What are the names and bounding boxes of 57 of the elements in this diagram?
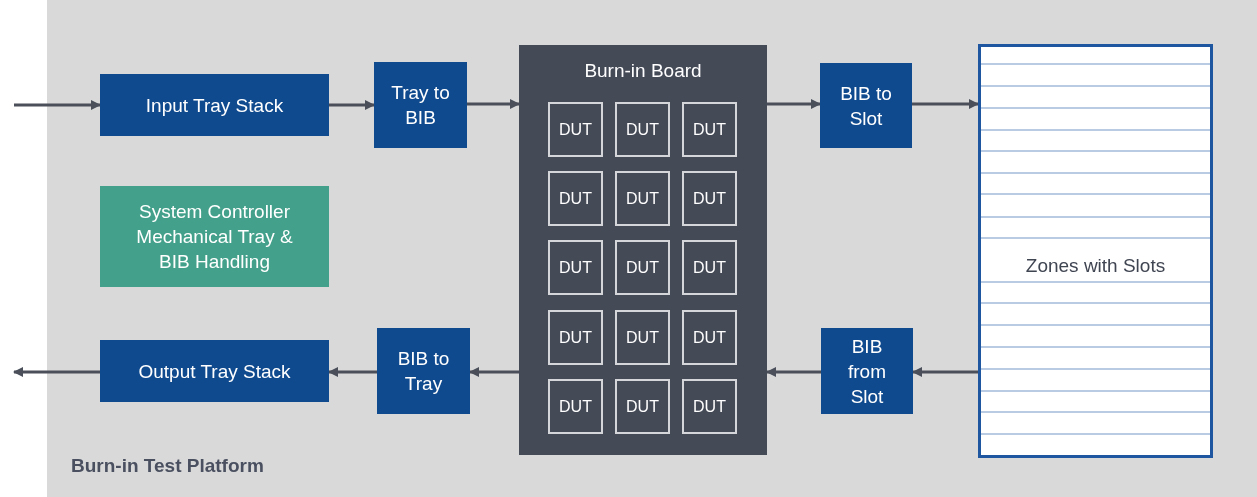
box-label: DUT xyxy=(626,258,659,277)
arrow xyxy=(912,367,978,377)
box-label: System Controller Mechanical Tray & BIB Handling xyxy=(135,200,294,274)
box-label: DUT xyxy=(559,189,592,208)
arrow xyxy=(767,99,821,109)
box-label: DUT xyxy=(626,189,659,208)
dut-box xyxy=(548,310,603,365)
platform-label: Burn-in Test Platform xyxy=(71,455,264,477)
board-title: Burn-in Board xyxy=(583,60,703,82)
dut-box xyxy=(682,379,737,434)
dut-box xyxy=(615,171,670,226)
process-box xyxy=(821,328,913,414)
dut-box xyxy=(548,240,603,295)
box-label: DUT xyxy=(693,120,726,139)
box-label: DUT xyxy=(559,258,592,277)
dut-box xyxy=(548,171,603,226)
dut-box xyxy=(615,240,670,295)
box-label: DUT xyxy=(693,258,726,277)
process-box xyxy=(100,74,329,136)
box-label: BIB to Tray xyxy=(396,347,451,396)
dut-box xyxy=(615,102,670,157)
box-label: DUT xyxy=(626,328,659,347)
arrow xyxy=(467,99,520,109)
box-label: DUT xyxy=(693,189,726,208)
process-box xyxy=(377,328,470,414)
dut-box xyxy=(682,102,737,157)
dut-box xyxy=(682,240,737,295)
box-label: DUT xyxy=(693,328,726,347)
box-label: Input Tray Stack xyxy=(145,93,284,118)
box-label: DUT xyxy=(626,397,659,416)
arrow xyxy=(329,100,375,110)
process-box xyxy=(820,63,912,148)
box-label: DUT xyxy=(559,328,592,347)
box-label: Output Tray Stack xyxy=(138,359,291,384)
arrow xyxy=(328,367,377,377)
arrow xyxy=(13,367,100,377)
box-label: BIB to Slot xyxy=(839,81,893,131)
box-label: DUT xyxy=(559,397,592,416)
dut-box xyxy=(682,310,737,365)
arrow xyxy=(912,99,979,109)
box-label: Tray to BIB xyxy=(390,81,451,130)
box-label: DUT xyxy=(693,397,726,416)
arrow xyxy=(766,367,821,377)
dut-box xyxy=(682,171,737,226)
dut-box xyxy=(615,379,670,434)
dut-box xyxy=(615,310,670,365)
dut-box xyxy=(548,379,603,434)
box-label: BIB from Slot xyxy=(847,334,887,409)
box-label: DUT xyxy=(559,120,592,139)
arrow xyxy=(14,100,101,110)
process-box xyxy=(374,62,467,148)
process-box xyxy=(100,340,329,402)
arrow xyxy=(469,367,519,377)
box-label: DUT xyxy=(626,120,659,139)
dut-box xyxy=(548,102,603,157)
board-panel xyxy=(519,45,767,455)
controller-box xyxy=(100,186,329,287)
